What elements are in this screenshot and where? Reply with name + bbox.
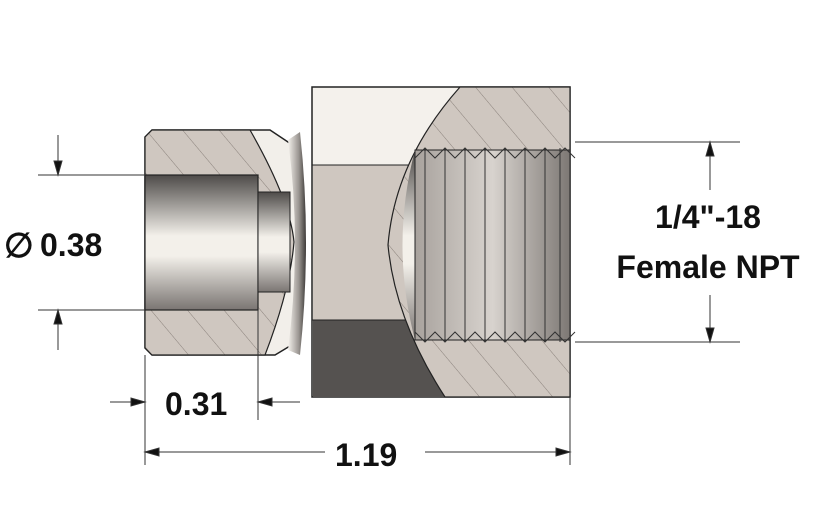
through-bore [257, 191, 291, 293]
left-socket-body [144, 129, 306, 356]
diameter-symbol: ∅ [4, 227, 34, 265]
overall-length-label: 1.19 [335, 437, 397, 473]
socket-bore [144, 174, 259, 311]
bore-depth-label: 0.31 [165, 386, 227, 422]
hex-body [311, 86, 576, 398]
thread-type-label: Female NPT [616, 249, 800, 285]
bore-diameter-label: 0.38 [40, 227, 102, 263]
dimension-lines [38, 135, 740, 465]
npt-thread [414, 149, 571, 341]
thread-size-label: 1/4"-18 [655, 199, 761, 235]
neck [288, 132, 306, 355]
